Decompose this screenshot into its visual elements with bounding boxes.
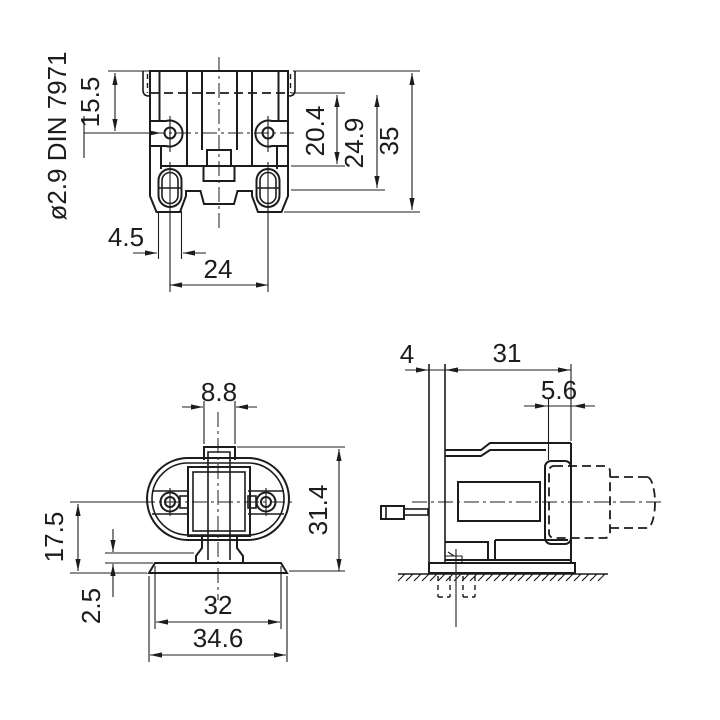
side-surface-hatch [397, 573, 606, 582]
plan-ext-34-6 [148, 576, 288, 662]
front-ext-24 [169, 162, 269, 292]
plan-dim-17-5: 17.5 [39, 512, 69, 563]
side-snap-feet-hidden [437, 576, 476, 598]
side-dim-5-6: 5.6 [541, 375, 577, 405]
side-latch-detail [445, 551, 463, 562]
plan-hole-crosshairs [169, 488, 267, 516]
plan-stem-inner-walls [207, 462, 231, 560]
side-lamp-tube-hidden [610, 476, 656, 529]
front-dim-35: 35 [374, 127, 404, 156]
side-view: 4 31 5.6 [380, 338, 662, 627]
side-lamp-base-hidden [548, 465, 611, 539]
front-dim-20-4: 20.4 [300, 106, 330, 157]
front-dim-15-5: 15.5 [75, 77, 105, 128]
plan-dim-34-6: 34.6 [193, 623, 244, 653]
front-view: 15.5 ø2.9 DIN 7971 20.4 24.9 35 4.5 24 [42, 51, 420, 292]
front-hole-crosshairs [169, 116, 269, 152]
front-dim-4-5: 4.5 [108, 222, 144, 252]
plan-stem-tab [203, 446, 236, 460]
plan-stem-tab-inner [207, 451, 231, 462]
plan-view: 8.8 31.4 17.5 2.5 32 34.6 [39, 377, 345, 662]
plan-dim-2-5: 2.5 [76, 588, 106, 624]
side-body-top [445, 442, 571, 457]
plan-ext-17-5 [70, 501, 147, 574]
front-internal-ribs [158, 71, 280, 169]
plan-ext-8-8 [203, 401, 236, 444]
side-dim-31: 31 [493, 338, 522, 368]
side-base-plate [428, 562, 576, 574]
side-contact-pin-rod [403, 508, 429, 516]
side-front-plate [428, 364, 446, 563]
front-left-ear [142, 71, 150, 97]
plan-ext-32 [154, 566, 282, 629]
front-body-outline [149, 70, 289, 213]
plan-ext-31-4 [237, 446, 345, 572]
plan-dim-32: 32 [204, 590, 233, 620]
plan-dim-8-8: 8.8 [201, 377, 237, 407]
front-right-ear [288, 71, 296, 97]
plan-dim-31-4: 31.4 [303, 485, 333, 536]
plan-foot [147, 562, 289, 574]
front-dim-24-9: 24.9 [339, 118, 369, 169]
side-dim-4: 4 [400, 339, 414, 369]
plan-ext-2-5 [105, 552, 194, 564]
front-ext-right [284, 70, 420, 213]
side-contact-pin-body [380, 505, 405, 520]
front-screw-label: ø2.9 DIN 7971 [42, 51, 72, 220]
side-body-internals [445, 539, 571, 561]
front-dim-24: 24 [204, 254, 233, 284]
front-ext-4-5 [157, 211, 183, 259]
plan-stem-lower [195, 536, 244, 563]
